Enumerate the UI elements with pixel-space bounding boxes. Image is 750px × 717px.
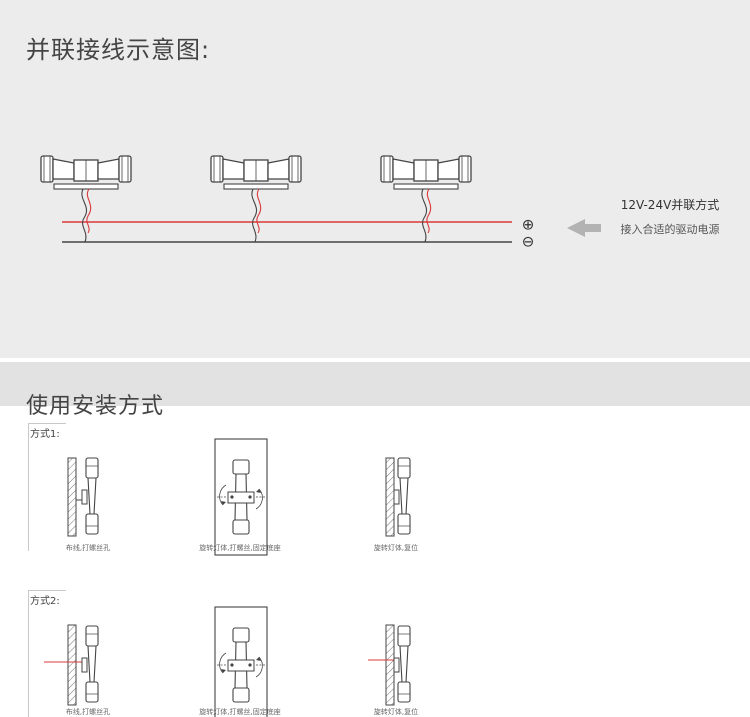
method-1-step-3-caption: 旋转灯体,复位 bbox=[373, 544, 419, 552]
method-2-step-2-caption: 旋转灯体,打螺丝,固定底座 bbox=[199, 708, 281, 716]
method-2-step-1-caption: 布线,打螺丝孔 bbox=[65, 708, 111, 716]
method-2-rule bbox=[28, 590, 29, 717]
method-2-rule-top bbox=[28, 590, 66, 591]
voltage-note: 12V-24V并联方式 bbox=[620, 198, 720, 212]
wiring-diagram: ⊕ ⊖ bbox=[40, 155, 601, 251]
install-section-header: 使用安装方式 bbox=[0, 362, 750, 419]
positive-terminal-icon: ⊕ bbox=[522, 216, 535, 234]
method-1-step-3-diagram bbox=[385, 457, 411, 537]
method-1-step-2-diagram bbox=[214, 438, 268, 556]
wiring-panel: 并联接线示意图: ⊕ ⊖ bbox=[0, 0, 750, 358]
method-2-step-2-diagram bbox=[214, 606, 268, 717]
method-1-rule-top bbox=[28, 423, 66, 424]
arrow-left-icon bbox=[567, 219, 601, 237]
method-1-rule bbox=[28, 423, 29, 551]
method-2-step-1-diagram bbox=[44, 624, 99, 706]
power-note: 12V-24V并联方式 接入合适的驱动电源 bbox=[600, 196, 740, 237]
method-2-step-3-diagram bbox=[368, 624, 411, 706]
method-1-step-1-diagram bbox=[67, 457, 99, 537]
method-1-step-2-caption: 旋转灯体,打螺丝,固定底座 bbox=[199, 544, 281, 552]
method-1-label: 方式1: bbox=[30, 429, 60, 440]
driver-note: 接入合适的驱动电源 bbox=[620, 223, 720, 236]
page-title: 并联接线示意图: bbox=[26, 36, 211, 65]
negative-terminal-icon: ⊖ bbox=[522, 233, 535, 251]
section-title: 使用安装方式 bbox=[26, 394, 165, 420]
method-1-step-1-caption: 布线,打螺丝孔 bbox=[65, 544, 111, 552]
method-2-step-3-caption: 旋转灯体,复位 bbox=[373, 708, 419, 716]
method-2-label: 方式2: bbox=[30, 596, 60, 607]
